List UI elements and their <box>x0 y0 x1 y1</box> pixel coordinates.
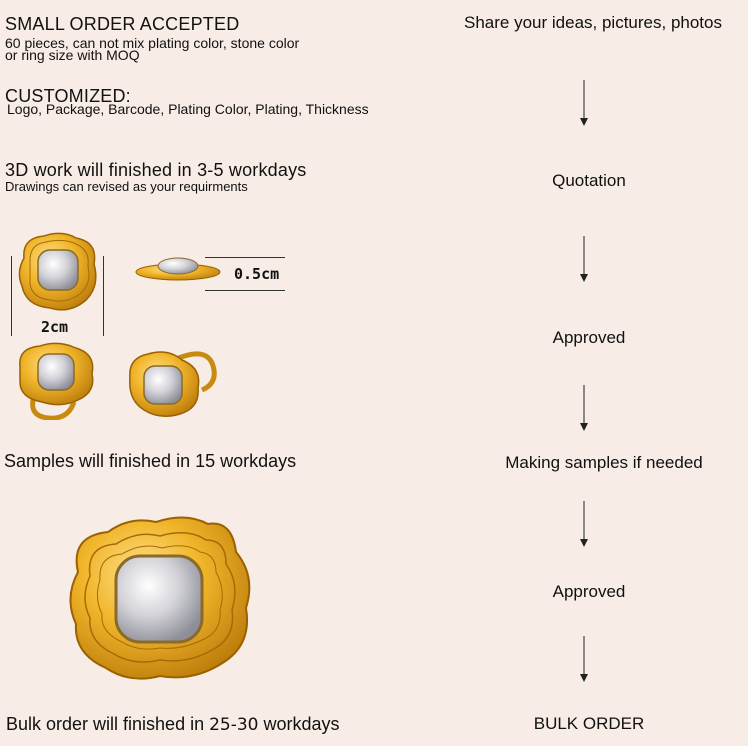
process-step-6: BULK ORDER <box>533 714 645 733</box>
ring-side-view-image <box>135 257 221 281</box>
small-order-line1: 60 pieces, can not mix plating color, st… <box>5 35 300 51</box>
width-dimension-line <box>11 256 12 336</box>
bulk-days: 25-30 <box>209 715 259 735</box>
arrow-down-icon <box>580 501 588 547</box>
thickness-label: 0.5cm <box>234 265 280 283</box>
bulk-order-text: Bulk order will finished in 25-30 workda… <box>6 714 340 735</box>
arrow-down-icon <box>580 385 588 431</box>
customized-line: Logo, Package, Barcode, Plating Color, P… <box>7 101 369 117</box>
bulk-suffix: workdays <box>258 714 340 734</box>
bulk-prefix: Bulk order will finished in <box>6 714 210 734</box>
process-step-4: Making samples if needed <box>505 453 703 472</box>
ring-large-image <box>69 516 251 680</box>
work-title: 3D work will finished in 3-5 workdays <box>5 160 307 180</box>
width-dimension-line-right <box>103 256 104 336</box>
arrow-down-icon <box>580 80 588 126</box>
thickness-line-top <box>205 257 285 258</box>
samples-text: Samples will finished in 15 workdays <box>4 451 297 471</box>
small-order-title: SMALL ORDER ACCEPTED <box>5 14 240 34</box>
ring-top-view-image <box>18 232 97 311</box>
arrow-down-icon <box>580 236 588 282</box>
small-order-line2: or ring size with MOQ <box>5 47 140 63</box>
ring-angle-view-image <box>129 351 217 417</box>
customized-title: CUSTOMIZED: <box>5 86 131 106</box>
process-step-3: Approved <box>552 328 626 347</box>
thickness-line-bottom <box>205 290 285 291</box>
width-label: 2cm <box>41 318 69 336</box>
process-step-5: Approved <box>552 582 626 601</box>
process-step-2: Quotation <box>552 171 626 190</box>
ring-front-view-image <box>19 342 94 420</box>
arrow-down-icon <box>580 636 588 682</box>
work-line: Drawings can revised as your requirments <box>5 179 248 194</box>
process-step-1: Share your ideas, pictures, photos <box>464 13 722 32</box>
